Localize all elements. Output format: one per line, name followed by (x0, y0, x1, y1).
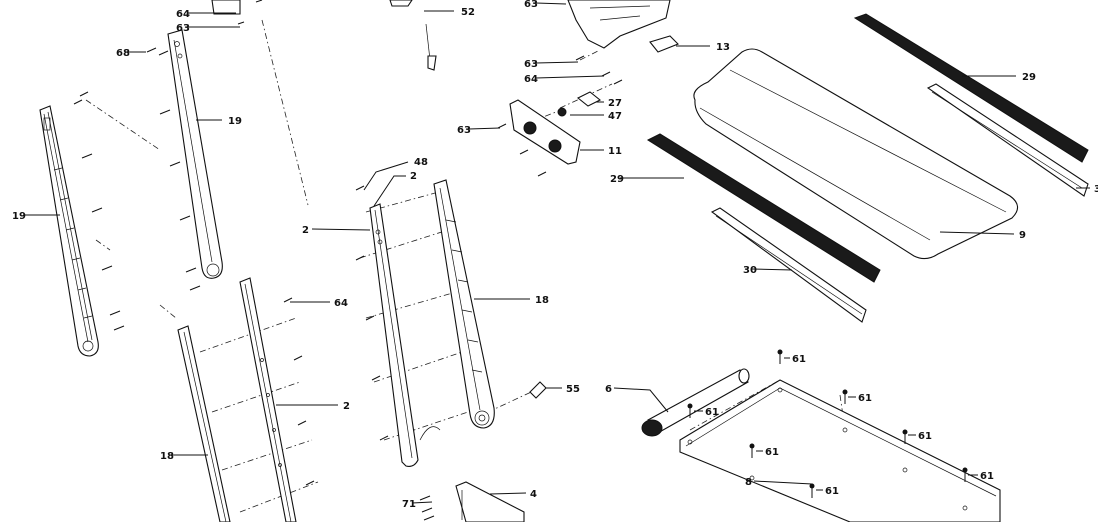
part-9-belt (693, 48, 1019, 260)
callout-label: 61 (765, 447, 779, 458)
callout-label: 2 (410, 171, 417, 182)
part-55-pin (529, 381, 547, 399)
callout-label: 61 (825, 486, 839, 497)
callout-label: 68 (116, 48, 130, 59)
part-4-bracket (455, 481, 525, 522)
callout-label: 8 (745, 477, 752, 488)
callout-label: 29 (610, 174, 624, 185)
callout-label: 63 (176, 23, 190, 34)
callout-label: 64 (176, 9, 190, 20)
callout-label: 47 (608, 111, 622, 122)
leader-lines (24, 2, 1090, 504)
callout-label: 18 (535, 295, 549, 306)
part-19-left-arm (39, 105, 99, 357)
callout-label: 61 (792, 354, 806, 365)
callout-label: 19 (12, 211, 26, 222)
callout-label: 52 (461, 7, 475, 18)
callout-label: 13 (716, 42, 730, 53)
callout-label: 63 (457, 125, 471, 136)
callout-labels: 6463681919526313636427476311293029930482… (12, 0, 1098, 510)
part-11-cover-plate (509, 91, 602, 165)
callout-label: 30 (743, 265, 757, 276)
callout-label: 18 (160, 451, 174, 462)
callout-label: 29 (1022, 72, 1036, 83)
callout-label: 27 (608, 98, 622, 109)
top-console-parts (211, 0, 679, 71)
callout-label: 64 (524, 74, 538, 85)
callout-label: 61 (705, 407, 719, 418)
part-19-upper-arm (167, 29, 223, 279)
part-18-center-ladder (433, 179, 495, 429)
callout-label: 11 (608, 146, 622, 157)
callout-label: 2 (302, 225, 309, 236)
part-8-base-plate (679, 379, 1001, 522)
callout-label: 61 (918, 431, 932, 442)
part-2-center-rail (369, 203, 441, 467)
callout-label: 55 (566, 384, 580, 395)
callout-label: 48 (414, 157, 428, 168)
part-30-middle-rail (710, 207, 867, 323)
callout-label: 30 (1094, 184, 1098, 195)
callout-label: 4 (530, 489, 537, 500)
callout-label: 9 (1019, 230, 1026, 241)
callout-label: 63 (524, 59, 538, 70)
part-30-top-rail (926, 83, 1089, 197)
part-29-top-strip (853, 13, 1089, 163)
screws (73, 0, 968, 521)
part-29-middle-strip (646, 133, 881, 283)
callout-label: 64 (334, 298, 348, 309)
part-2-lower-rail (239, 277, 297, 522)
callout-label: 19 (228, 116, 242, 127)
callout-label: 6 (605, 384, 612, 395)
callout-label: 61 (980, 471, 994, 482)
callout-label: 2 (343, 401, 350, 412)
part-6-roller (641, 368, 750, 437)
callout-label: 63 (524, 0, 538, 10)
callout-label: 71 (402, 499, 416, 510)
callout-label: 61 (858, 393, 872, 404)
part-18-lower-left (177, 325, 231, 522)
